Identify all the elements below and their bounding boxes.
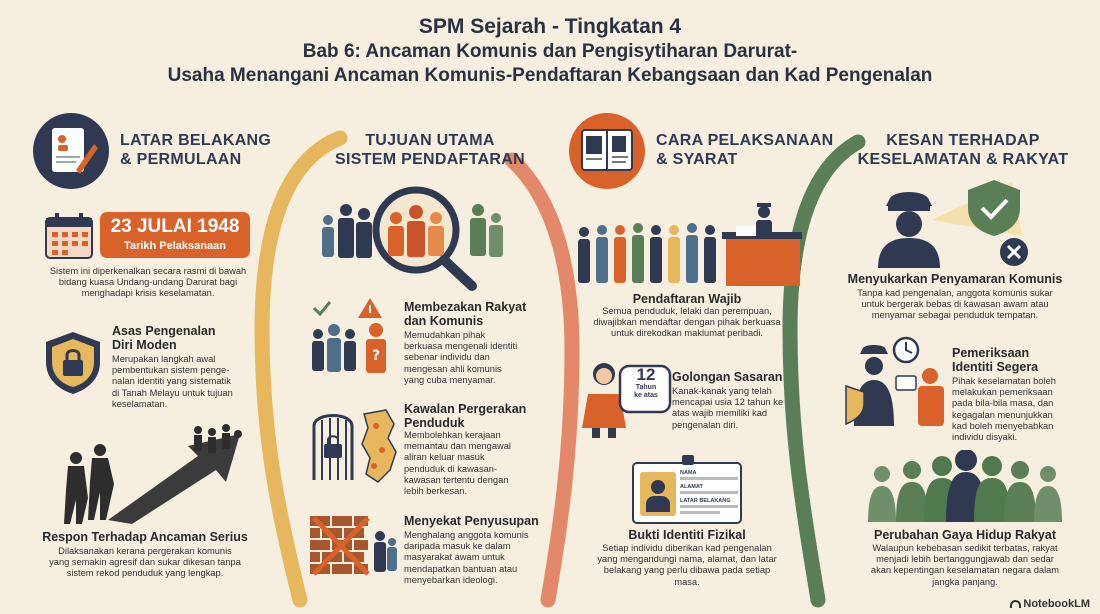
col2-s2-text: Membolehkan kerajaan memantau dan mengaw… [404, 430, 511, 497]
green-arch [782, 134, 866, 608]
col4-s1-title: Menyukarkan Penyamaran Komunis [847, 272, 1063, 286]
svg-text:?: ? [372, 348, 380, 364]
page-subtitle-1: Bab 6: Ancaman Komunis dan Pengisytihara… [302, 41, 798, 62]
col1-intro: Sistem ini diperkenalkan secara rasmi di… [49, 266, 247, 299]
col3-s2-text: Kanak-kanak yang telah mencapai usia 12 … [672, 386, 784, 430]
col3-heading: CARA PELAKSANAAN & SYARAT [656, 132, 834, 168]
col4-s2-text: Pihak keselamatan boleh melakukan pemeri… [952, 376, 1056, 443]
col3-s3-title: Bukti Identiti Fizikal [628, 528, 746, 542]
gate-map-icon [312, 409, 397, 483]
col4-s2-title: Pemeriksaan Identiti Segera [952, 346, 1039, 374]
col2-s1-title: Membezakan Rakyat dan Komunis [404, 300, 527, 328]
blocked-wall-icon [310, 516, 397, 576]
id-booklet-icon [569, 113, 645, 189]
col3-s1-title: Pendaftaran Wajib [632, 292, 742, 306]
col4-s3-text: Walaupun kebebasan sedikit terbatas, rak… [870, 543, 1060, 587]
notebook-logo-icon [1010, 600, 1022, 609]
page-title: SPM Sejarah - Tingkatan 4 [418, 15, 682, 38]
col4-s3-title: Perubahan Gaya Hidup Rakyat [873, 528, 1056, 542]
col2-heading: TUJUAN UTAMA SISTEM PENDAFTARAN [335, 132, 525, 168]
id-card-nama: NAMA [680, 470, 697, 476]
col1-s2-text: Dilaksanakan kerana pergerakan komunis y… [49, 546, 241, 579]
col2-s3-text: Menghalang anggota komunis daripada masu… [404, 530, 529, 585]
col2-s2-title: Kawalan Pergerakan Penduduk [404, 402, 527, 430]
date-badge: 23 JULAI 1948 Tarikh Pelaksanaan [100, 212, 250, 258]
id-card-clip [682, 455, 694, 465]
age-unit-1: Tahun [635, 384, 657, 391]
queue-registration-icon [578, 203, 802, 286]
id-card-photo [640, 472, 676, 516]
col1-s2-title: Respon Terhadap Ancaman Serius [42, 530, 248, 544]
col1-s1-title: Asas Pengenalan Diri Moden [112, 324, 216, 352]
shield-lock-icon [46, 332, 100, 394]
col3-s3-text: Setiap individu diberikan kad pengenalan… [597, 543, 777, 587]
citizens-group-icon [868, 450, 1062, 522]
date-value: 23 JULAI 1948 [110, 216, 240, 237]
col3-s1-text: Semua penduduk, lelaki dan perempuan, di… [593, 306, 781, 339]
col1-s1-text: Merupakan langkah awal pembentukan siste… [112, 354, 233, 409]
title-block: SPM Sejarah - Tingkatan 4 Bab 6: Ancaman… [0, 14, 1100, 88]
salmon-arch [504, 152, 580, 608]
id-card-latar: LATAR BELAKANG [680, 498, 731, 504]
date-label: Tarikh Pelaksanaan [124, 240, 226, 252]
col2-s3-title: Menyekat Penyusupan [404, 514, 539, 528]
gold-arch [254, 130, 348, 608]
age-number: 12 [636, 365, 656, 384]
id-card-alamat: ALAMAT [680, 484, 703, 490]
inspection-icon [845, 336, 944, 426]
col3-s2-title: Golongan Sasaran [672, 370, 783, 384]
col4-s1-text: Tanpa kad pengenalan, anggota komunis su… [857, 288, 1053, 321]
brand-footer: NotebookLM [1010, 598, 1090, 610]
document-pen-icon [33, 113, 109, 189]
col2-s1-text: Memudahkan pihak berkuasa mengenali iden… [404, 330, 518, 385]
age-badge: 12 Tahun ke atas [620, 366, 672, 400]
age-unit-2: ke atas [634, 392, 658, 399]
age-badge-icon [618, 364, 672, 414]
magnifier-people-icon [322, 186, 503, 291]
child-icon [582, 363, 626, 438]
brand-name: NotebookLM [1023, 598, 1090, 610]
page-subtitle-2: Usaha Menangani Ancaman Komunis-Pendafta… [167, 65, 933, 86]
calendar-icon [45, 213, 93, 259]
struggle-arrow-icon [64, 424, 242, 524]
people-check-warning-icon: ? [312, 298, 386, 373]
officer-shield-icon [878, 180, 1028, 268]
col4-heading: KESAN TERHADAP KESELAMATAN & RAKYAT [857, 132, 1069, 168]
id-card: NAMA ALAMAT LATAR BELAKANG [632, 455, 742, 524]
col1-heading: LATAR BELAKANG & PERMULAAN [120, 132, 272, 168]
